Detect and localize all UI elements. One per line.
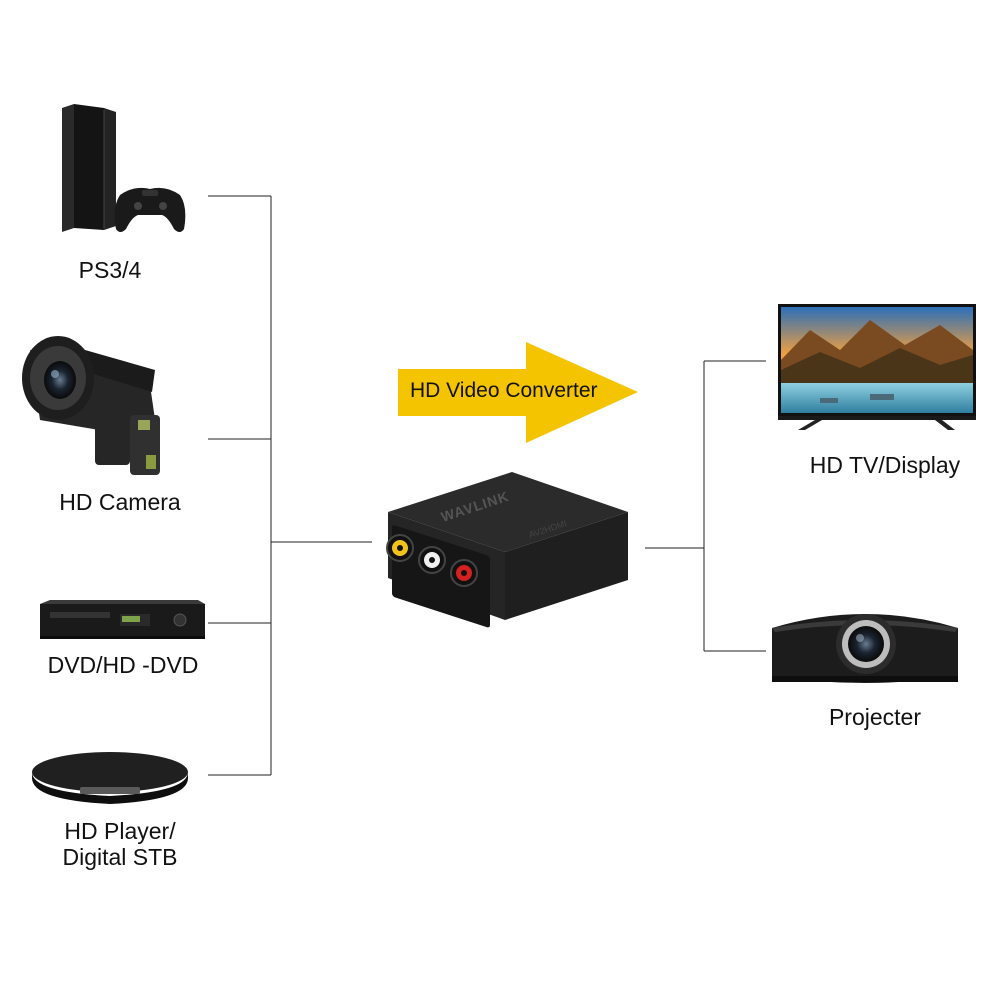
output-label-projector: Projecter: [828, 704, 922, 730]
arrow-label: HD Video Converter: [410, 379, 598, 402]
input-label-dvd: DVD/HD -DVD: [47, 652, 199, 678]
security-camera-icon: [22, 336, 160, 475]
input-label-camera: HD Camera: [59, 489, 181, 515]
projector-icon: [772, 614, 958, 683]
converter-device: WAVLINK AV2HDMI: [386, 472, 628, 628]
rca-red-jack: [450, 559, 478, 587]
arrow-shape: [398, 342, 638, 443]
output-label-tv: HD TV/Display: [809, 452, 961, 478]
input-label-stb-line2: Digital STB: [62, 844, 178, 870]
set-top-box-icon: [32, 752, 188, 804]
input-label-ps: PS3/4: [78, 257, 142, 283]
rca-yellow-jack: [386, 534, 414, 562]
output-connector-lines: [645, 360, 766, 652]
input-connector-lines: [208, 195, 372, 776]
input-label-stb-line1: HD Player/: [64, 818, 176, 844]
rca-white-jack: [418, 546, 446, 574]
game-console-icon: [62, 104, 186, 232]
television-icon: [778, 304, 976, 430]
dvd-player-icon: [40, 600, 205, 639]
